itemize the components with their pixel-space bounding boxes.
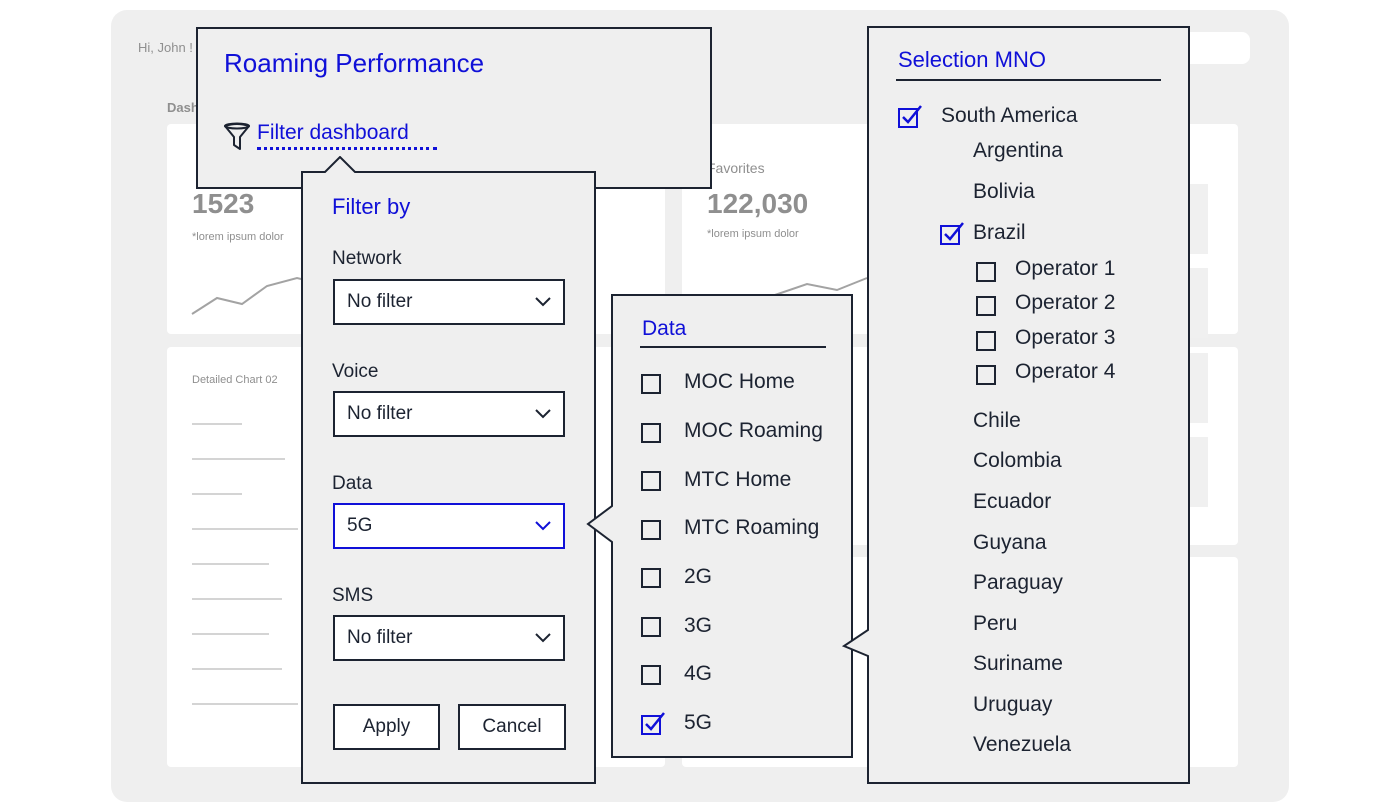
- region-south-america[interactable]: South America: [941, 104, 1078, 127]
- kpi-note: *lorem ipsum dolor: [707, 228, 799, 240]
- network-label: Network: [332, 248, 402, 269]
- option-2g[interactable]: 2G: [684, 565, 713, 588]
- checkbox[interactable]: [976, 262, 996, 282]
- filter-dashboard-link[interactable]: Filter dashboard: [257, 121, 409, 144]
- title-divider: [640, 346, 826, 348]
- checkbox-checked-icon[interactable]: [640, 710, 666, 736]
- voice-label: Voice: [332, 361, 379, 382]
- option-mtc-roaming[interactable]: MTC Roaming: [684, 516, 820, 539]
- checkbox[interactable]: [641, 520, 661, 540]
- network-select[interactable]: No filter: [333, 279, 565, 325]
- select-value: No filter: [347, 627, 413, 648]
- data-panel-title: Data: [642, 317, 687, 340]
- checkbox[interactable]: [976, 365, 996, 385]
- chart-bar: [192, 598, 282, 600]
- checkbox[interactable]: [976, 296, 996, 316]
- mno-panel-title: Selection MNO: [898, 47, 1046, 72]
- filter-link-underline: [257, 147, 437, 150]
- option-4g[interactable]: 4G: [684, 662, 713, 685]
- option-3g[interactable]: 3G: [684, 614, 713, 637]
- search-bar[interactable]: [1180, 32, 1250, 64]
- checkbox[interactable]: [641, 374, 661, 394]
- country-item[interactable]: Venezuela: [973, 733, 1072, 756]
- mno-panel-frame: [842, 26, 1190, 784]
- country-item[interactable]: Ecuador: [973, 490, 1052, 513]
- operator-item[interactable]: Operator 4: [1015, 360, 1116, 383]
- country-item[interactable]: Paraguay: [973, 571, 1063, 594]
- sms-label: SMS: [332, 585, 374, 606]
- select-value: 5G: [347, 515, 373, 536]
- country-item[interactable]: Guyana: [973, 531, 1047, 554]
- chart-bar: [192, 423, 242, 425]
- data-label: Data: [332, 473, 373, 494]
- greeting-text: Hi, John !: [138, 40, 193, 55]
- sparkline: [771, 277, 868, 297]
- checkbox[interactable]: [641, 617, 661, 637]
- chart-bar: [192, 528, 298, 530]
- option-moc-home[interactable]: MOC Home: [684, 370, 795, 393]
- operator-item[interactable]: Operator 2: [1015, 291, 1116, 314]
- country-item[interactable]: Colombia: [973, 449, 1062, 472]
- cancel-button[interactable]: Cancel: [458, 704, 566, 750]
- country-item[interactable]: Argentina: [973, 139, 1063, 162]
- chart-bar: [192, 493, 242, 495]
- kpi-note: *lorem ipsum dolor: [192, 231, 284, 243]
- chevron-down-icon: [535, 297, 551, 307]
- dashboard-label: Dash: [167, 100, 199, 115]
- data-panel-frame: [586, 294, 853, 758]
- chart-bar: [192, 703, 298, 705]
- kpi-title: Favorites: [707, 160, 765, 176]
- checkbox-checked-icon[interactable]: [939, 220, 965, 246]
- option-5g[interactable]: 5G: [684, 711, 713, 734]
- country-item[interactable]: Suriname: [973, 652, 1063, 675]
- chevron-down-icon: [535, 409, 551, 419]
- data-select[interactable]: 5G: [333, 503, 565, 549]
- chart-title: Detailed Chart 02: [192, 374, 278, 386]
- checkbox[interactable]: [641, 471, 661, 491]
- select-value: No filter: [347, 403, 413, 424]
- kpi-value: 1523: [192, 188, 255, 219]
- chevron-down-icon: [535, 521, 551, 531]
- country-item[interactable]: Chile: [973, 409, 1021, 432]
- country-item[interactable]: Peru: [973, 612, 1018, 635]
- checkbox[interactable]: [641, 423, 661, 443]
- operator-item[interactable]: Operator 1: [1015, 257, 1116, 280]
- option-moc-roaming[interactable]: MOC Roaming: [684, 419, 823, 442]
- checkbox[interactable]: [976, 331, 996, 351]
- data-options-panel: Data MOC Home MOC Roaming MTC Home MTC R…: [612, 296, 852, 756]
- chart-bar: [192, 563, 269, 565]
- chevron-down-icon: [535, 633, 551, 643]
- country-item[interactable]: Bolivia: [973, 180, 1035, 203]
- page-title: Roaming Performance: [224, 48, 485, 78]
- title-divider: [896, 79, 1161, 81]
- checkbox[interactable]: [641, 665, 661, 685]
- checkbox-checked-icon[interactable]: [897, 103, 923, 129]
- filter-panel: Filter by Network No filter Voice No fil…: [301, 172, 597, 784]
- voice-select[interactable]: No filter: [333, 391, 565, 437]
- country-item[interactable]: Uruguay: [973, 693, 1053, 716]
- chart-bar: [192, 668, 282, 670]
- country-brazil[interactable]: Brazil: [973, 221, 1026, 244]
- chart-bar: [192, 633, 269, 635]
- funnel-icon: [222, 121, 252, 158]
- kpi-value: 122,030: [707, 188, 809, 219]
- checkbox[interactable]: [641, 568, 661, 588]
- apply-button[interactable]: Apply: [333, 704, 440, 750]
- filter-panel-title: Filter by: [332, 194, 411, 219]
- option-mtc-home[interactable]: MTC Home: [684, 468, 792, 491]
- select-value: No filter: [347, 291, 413, 312]
- sms-select[interactable]: No filter: [333, 615, 565, 661]
- roaming-header-panel: Roaming Performance Filter dashboard: [196, 27, 712, 189]
- chart-bar: [192, 458, 285, 460]
- mno-selection-panel: Selection MNO South America Argentina Bo…: [868, 27, 1188, 783]
- operator-item[interactable]: Operator 3: [1015, 326, 1116, 349]
